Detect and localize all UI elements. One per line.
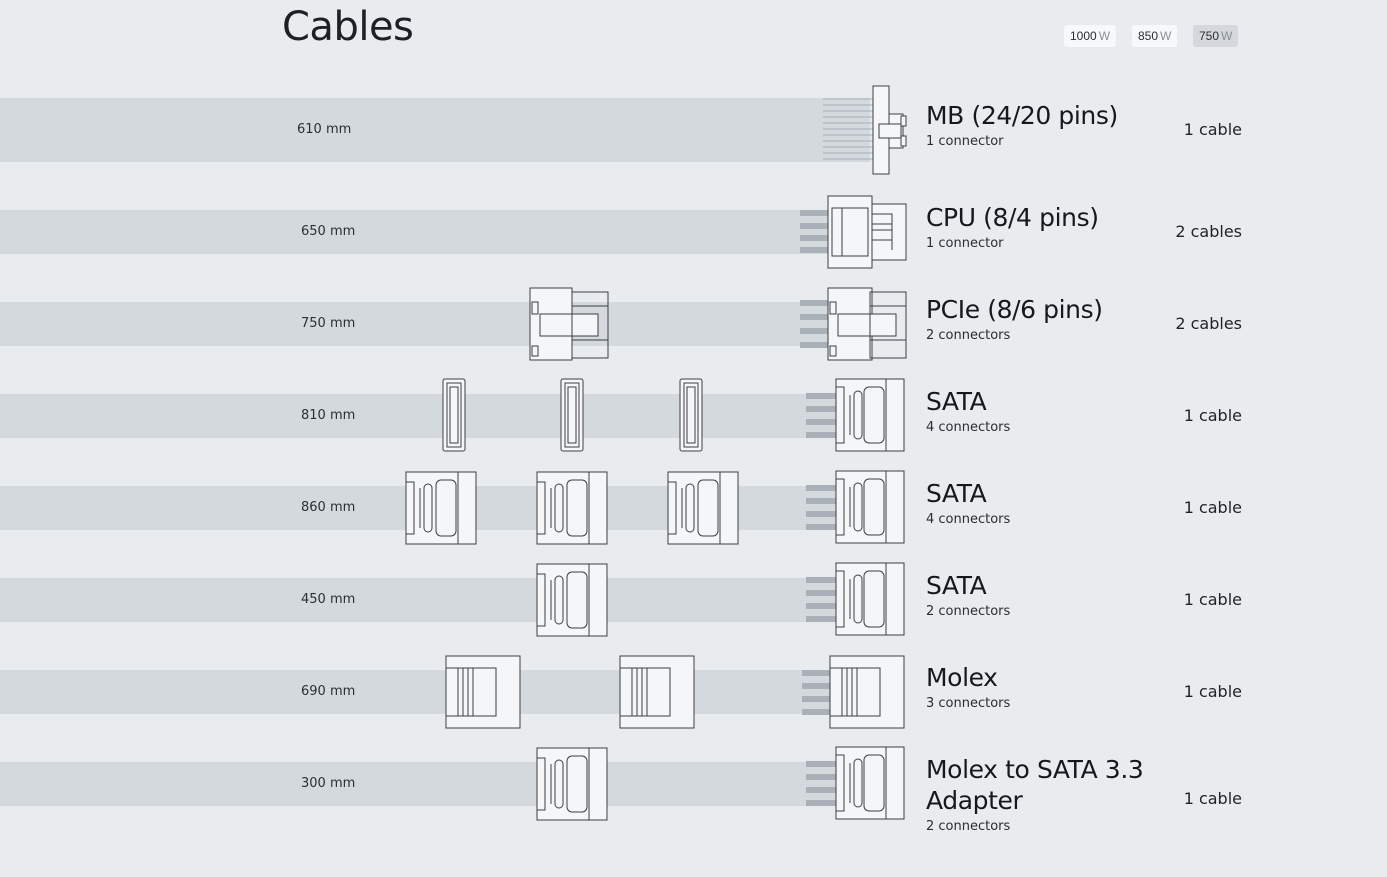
- pcie-connector-icon: [530, 288, 610, 360]
- cable-length: 690 mm: [301, 684, 356, 699]
- connector-count: 1 connector: [926, 134, 1004, 149]
- sata-connector-icon: [537, 472, 609, 544]
- cable-count: 1 cable: [1183, 498, 1242, 517]
- mb-24pin-connector-icon: [823, 86, 909, 174]
- cable-count: 1 cable: [1183, 120, 1242, 139]
- sata-connector-icon: [537, 564, 609, 636]
- cable-band: [0, 98, 870, 162]
- wattage-value: 850: [1138, 29, 1159, 43]
- sata-connector-icon: [668, 472, 740, 544]
- wattage-value: 750: [1199, 29, 1220, 43]
- cable-count: 1 cable: [1183, 406, 1242, 425]
- molex-connector-icon: [802, 656, 908, 728]
- sata-connector-icon: [806, 471, 906, 543]
- connector-count: 2 connectors: [926, 328, 1011, 343]
- cable-length: 860 mm: [301, 500, 356, 515]
- connector-count: 3 connectors: [926, 696, 1011, 711]
- sata-slim-connector-icon: [443, 379, 465, 451]
- cpu-8pin-connector-icon: [800, 196, 908, 268]
- connector-count: 2 connectors: [926, 819, 1011, 834]
- cable-band: [0, 578, 870, 622]
- cable-length: 810 mm: [301, 408, 356, 423]
- connector-count: 4 connectors: [926, 512, 1011, 527]
- sata-connector-icon: [806, 563, 906, 635]
- connector-name: Molex: [926, 663, 998, 692]
- connector-name: SATA: [926, 479, 987, 508]
- molex-connector-icon: [446, 656, 522, 728]
- sata-slim-connector-icon: [561, 379, 583, 451]
- connector-name: Molex to SATA 3.3 Adapter: [926, 755, 1144, 815]
- molex-connector-icon: [620, 656, 696, 728]
- cable-length: 300 mm: [301, 776, 356, 791]
- wattage-unit: W: [1221, 29, 1233, 43]
- connector-name: CPU (8/4 pins): [926, 203, 1099, 232]
- sata-slim-connector-icon: [680, 379, 702, 451]
- connector-count: 1 connector: [926, 236, 1004, 251]
- cable-band: [0, 302, 870, 346]
- cable-band: [0, 210, 870, 254]
- cable-count: 2 cables: [1175, 222, 1242, 241]
- cable-count: 2 cables: [1175, 314, 1242, 333]
- wattage-value: 1000: [1070, 29, 1097, 43]
- wattage-unit: W: [1098, 29, 1111, 43]
- sata-connector-icon: [537, 748, 609, 820]
- cable-length: 650 mm: [301, 224, 356, 239]
- connector-name: SATA: [926, 571, 987, 600]
- cable-band: [0, 762, 870, 806]
- connector-count: 2 connectors: [926, 604, 1011, 619]
- sata-connector-icon: [806, 747, 906, 819]
- connector-count: 4 connectors: [926, 420, 1011, 435]
- sata-connector-icon: [406, 472, 478, 544]
- cable-length: 750 mm: [301, 316, 356, 331]
- sata-connector-icon: [806, 379, 906, 451]
- connector-name: PCIe (8/6 pins): [926, 295, 1103, 324]
- connector-name: SATA: [926, 387, 987, 416]
- cable-count: 1 cable: [1183, 789, 1242, 808]
- cable-length: 610 mm: [297, 122, 352, 137]
- pcie-connector-icon: [800, 288, 908, 360]
- cable-count: 1 cable: [1183, 590, 1242, 609]
- page-title: Cables: [282, 4, 414, 50]
- cable-band: [0, 670, 870, 714]
- wattage-unit: W: [1160, 29, 1172, 43]
- cable-length: 450 mm: [301, 592, 356, 607]
- connector-name: MB (24/20 pins): [926, 101, 1118, 130]
- cable-count: 1 cable: [1183, 682, 1242, 701]
- cable-band: [0, 394, 870, 438]
